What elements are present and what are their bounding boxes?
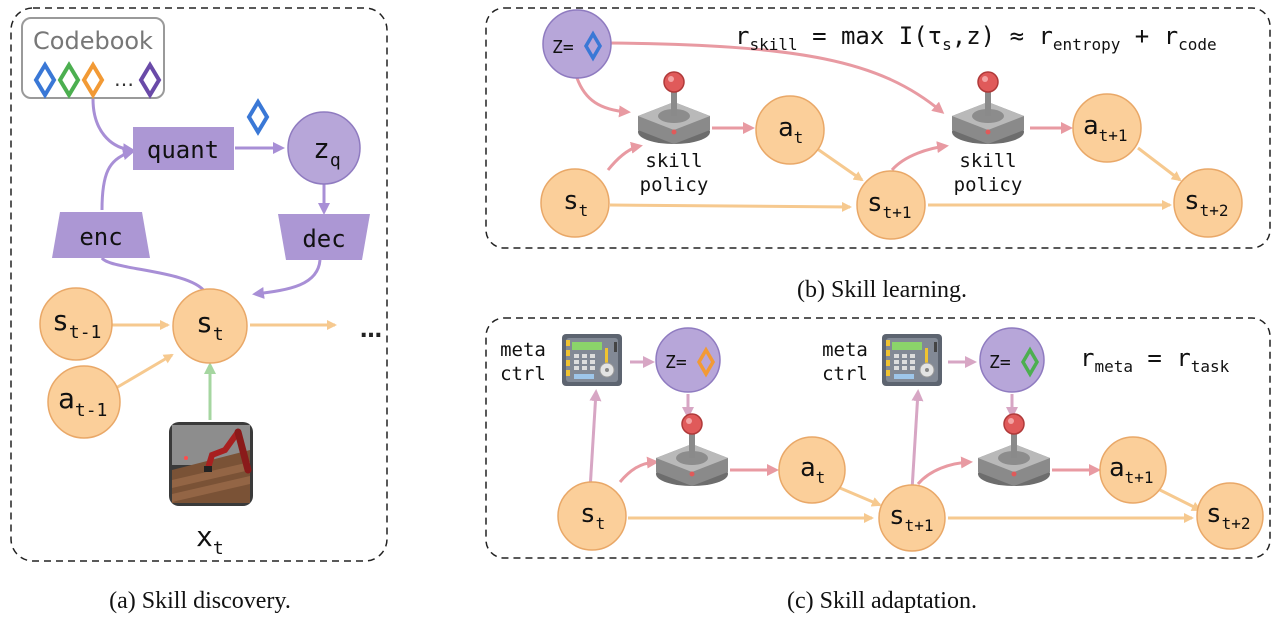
label-b-s-t1: st+1	[867, 188, 912, 222]
arrow-c-at-to-st1	[839, 486, 882, 507]
z-code-green-icon	[1020, 346, 1040, 378]
node-z-c1	[655, 327, 721, 393]
node-s-t-minus-1	[39, 287, 113, 361]
node-c-a-t	[778, 436, 846, 504]
quant-label: quant	[147, 136, 219, 164]
arrow-atm1-to-st	[115, 353, 174, 390]
arrow-c-st1-to-meta2	[910, 389, 924, 491]
node-b-a-t1	[1072, 93, 1142, 163]
skill-policy-joystick-icon-1	[637, 71, 711, 145]
meta1-line1: meta	[500, 339, 546, 361]
code-blue-icon	[33, 61, 57, 99]
code-orange-icon	[81, 61, 105, 99]
enc-box	[52, 212, 150, 258]
label-a-t-minus-1: at-1	[58, 382, 107, 421]
policy-joystick-icon-c1	[655, 413, 729, 487]
node-c-a-t1	[1099, 436, 1167, 504]
label-s-t: st	[196, 306, 224, 345]
formula-skill: rskill = max I(τs,z) ≈ rentropy + rcode	[735, 22, 1217, 54]
node-c-s-t	[557, 481, 627, 551]
policy1-line2: policy	[640, 174, 709, 196]
caption-b: (b) Skill learning.	[797, 277, 967, 303]
codebook-ellipsis: …	[114, 67, 134, 91]
codebook-label: Codebook	[33, 27, 153, 55]
node-b-s-t2	[1173, 168, 1243, 238]
caption-c: (c) Skill adaptation.	[787, 588, 977, 614]
quant-box	[133, 127, 234, 170]
z-code-blue-icon	[583, 30, 603, 62]
meta-controller-icon-2	[881, 333, 943, 387]
label-b-a-t: at	[778, 113, 803, 147]
node-b-s-t	[540, 168, 610, 238]
label-c-a-t: at	[800, 453, 825, 487]
quantized-code-icon	[246, 98, 270, 136]
node-z-c2	[979, 327, 1045, 393]
label-c-s-t1: st+1	[889, 501, 934, 535]
observation-image	[169, 422, 253, 506]
arrow-st-to-enc	[100, 256, 207, 293]
zq-label: zq	[313, 132, 341, 171]
panel-c-border	[485, 317, 1271, 559]
arrow-st-to-policy1	[606, 141, 643, 171]
arrow-enc-to-quant	[100, 148, 135, 211]
node-a-t-minus-1	[47, 365, 121, 439]
meta2-line1: meta	[822, 339, 868, 361]
node-b-a-t	[755, 95, 825, 165]
label-x-t: xt	[196, 520, 224, 559]
label-c-a-t1: at+1	[1109, 453, 1154, 487]
arrow-st1-to-policy2	[890, 141, 949, 172]
node-s-t	[172, 288, 248, 364]
meta2-line2: ctrl	[822, 363, 868, 385]
panel-c: meta ctrl Z= meta ctrl Z= rmeta = rtask …	[485, 317, 1271, 614]
label-z-b: Z=	[552, 37, 574, 58]
panel-a: Codebook … quant	[10, 7, 388, 614]
meta1-line2: ctrl	[500, 363, 546, 385]
arrow-c-at1-to-st2	[1159, 488, 1202, 512]
skill-policy-joystick-icon-2	[951, 71, 1025, 145]
code-green-icon	[57, 61, 81, 99]
codebook: Codebook …	[21, 17, 165, 99]
arrow-codebook-to-quant	[91, 98, 135, 156]
meta-controller-icon-1	[561, 333, 623, 387]
arrow-c-st-to-meta1	[588, 389, 602, 491]
policy1-line1: skill	[645, 150, 702, 172]
zq-node	[287, 111, 361, 185]
arrow-st-to-st1	[609, 201, 852, 212]
dec-box	[278, 214, 370, 260]
arrow-at1-to-st2	[1137, 146, 1182, 182]
z-code-orange-icon	[696, 346, 716, 378]
label-c-s-t: st	[580, 499, 605, 533]
label-z-c1: Z=	[665, 352, 687, 373]
node-b-s-t1	[856, 170, 926, 240]
arrow-c-st-to-policy1	[618, 456, 659, 483]
panel-a-border	[10, 7, 388, 562]
code-purple-icon	[138, 61, 162, 99]
panel-b: Z= rskill = max I(τs,z) ≈ rentropy + rco…	[485, 7, 1271, 303]
enc-label: enc	[79, 223, 122, 251]
label-c-s-t2: st+2	[1206, 499, 1251, 533]
label-b-s-t2: st+2	[1184, 186, 1229, 220]
arrow-dec-to-st	[252, 259, 322, 299]
arrow-z-to-policy2	[607, 41, 945, 114]
caption-a: (a) Skill discovery.	[109, 588, 291, 614]
policy-joystick-icon-c2	[977, 413, 1051, 487]
label-s-t-minus-1: st-1	[52, 304, 101, 343]
formula-meta: rmeta = rtask	[1080, 344, 1230, 376]
next-ellipsis: …	[360, 318, 382, 343]
arrow-c-st1-to-policy2	[916, 456, 973, 486]
arrow-z-to-policy1	[575, 77, 631, 118]
arrow-at-to-st1	[815, 146, 864, 182]
policy2-line1: skill	[959, 150, 1016, 172]
node-c-s-t1	[878, 484, 946, 552]
panel-b-border	[485, 7, 1271, 249]
node-z-b	[542, 9, 612, 79]
dec-label: dec	[302, 225, 345, 253]
label-z-c2: Z=	[989, 352, 1011, 373]
node-c-s-t2	[1196, 482, 1264, 550]
label-b-a-t1: at+1	[1083, 111, 1128, 145]
label-b-s-t: st	[563, 186, 588, 220]
policy2-line2: policy	[954, 174, 1023, 196]
